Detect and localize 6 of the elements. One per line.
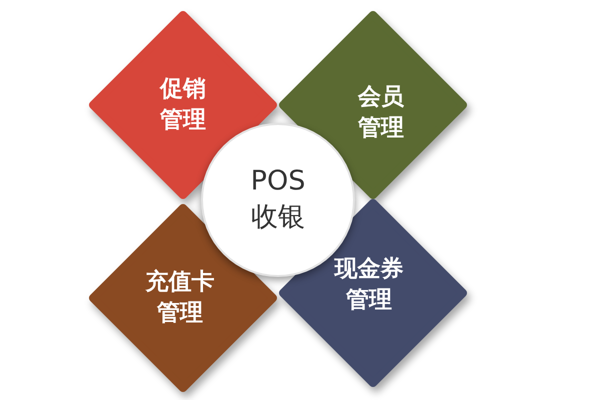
panel-label: 现金券管理 bbox=[332, 254, 404, 315]
panel-label: 促销管理 bbox=[158, 74, 207, 135]
panel-label: POS 收银 bbox=[250, 164, 306, 235]
diamond-panel bbox=[88, 203, 278, 393]
panel-label: 会员管理 bbox=[356, 82, 405, 143]
panel-label: 充值卡管理 bbox=[144, 268, 216, 328]
